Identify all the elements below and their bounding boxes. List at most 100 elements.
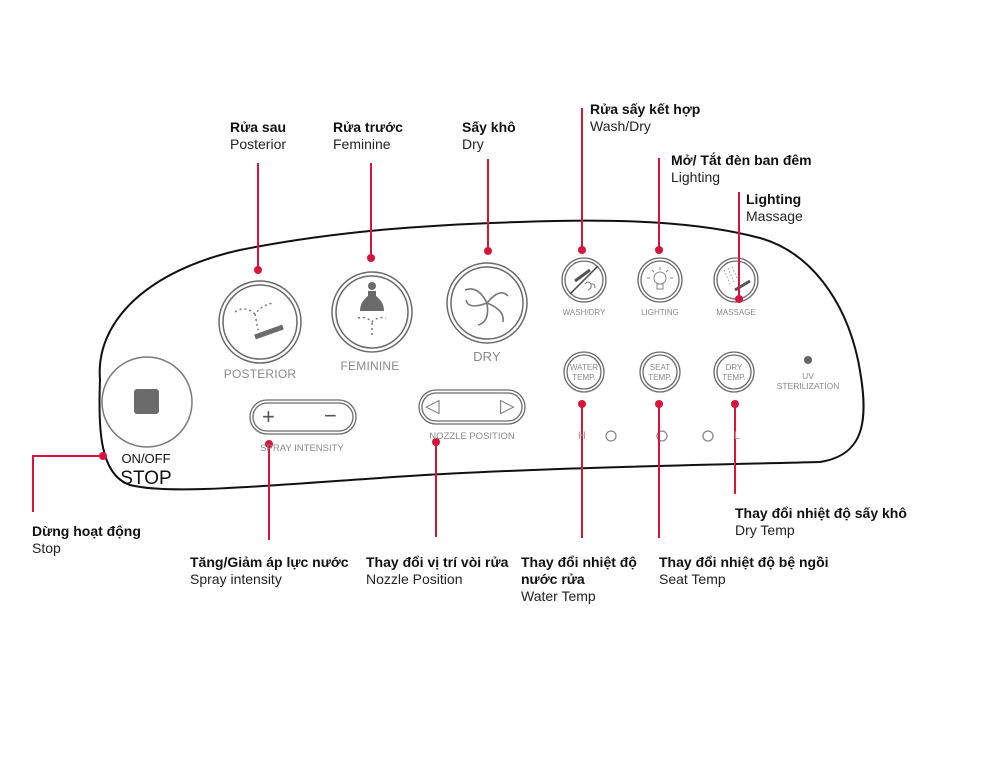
dry-temp-line1: DRY bbox=[726, 363, 743, 372]
callout-posterior: Rửa sau Posterior bbox=[230, 119, 286, 153]
lighting-callout-dot bbox=[655, 246, 663, 254]
temp-low-label: L bbox=[734, 430, 741, 442]
callout-dry-en: Dry bbox=[462, 136, 484, 152]
callout-lines bbox=[32, 108, 743, 540]
feminine-button[interactable] bbox=[331, 271, 413, 353]
stop-label: STOP bbox=[120, 468, 172, 489]
callout-spray-vi: Tăng/Giảm áp lực nước bbox=[190, 554, 349, 570]
lighting-button[interactable] bbox=[637, 257, 683, 303]
spray-plus-button[interactable]: + bbox=[262, 404, 275, 429]
callout-feminine-en: Feminine bbox=[333, 136, 391, 152]
callout-nozzle-en: Nozzle Position bbox=[366, 571, 463, 587]
callout-lighting: Mở/ Tắt đèn ban đêm Lighting bbox=[671, 152, 812, 186]
callout-posterior-vi: Rửa sau bbox=[230, 119, 287, 135]
spray-intensity-label: SPRAY INTENSITY bbox=[260, 443, 344, 454]
feminine-wash-icon bbox=[357, 282, 387, 336]
temp-level-indicators bbox=[605, 430, 714, 442]
callout-posterior-en: Posterior bbox=[230, 136, 287, 152]
temp-level-indicator bbox=[605, 430, 617, 442]
uv-label-line1: UV bbox=[802, 371, 814, 381]
stop-callout-line bbox=[32, 455, 103, 512]
callout-massage: Lighting Massage bbox=[746, 191, 803, 225]
callout-seat-temp-vi: Thay đổi nhiệt độ bệ ngồi bbox=[659, 554, 829, 570]
spray-intensity-control[interactable] bbox=[249, 399, 357, 435]
callout-stop-en: Stop bbox=[32, 540, 61, 556]
temp-level-indicator bbox=[656, 430, 668, 442]
spray-callout-dot bbox=[265, 440, 273, 448]
light-bulb-icon bbox=[647, 267, 673, 290]
uv-indicator-icon bbox=[804, 356, 812, 364]
callout-nozzle: Thay đổi vị trí vòi rửa Nozzle Position bbox=[366, 554, 508, 588]
dry-button[interactable] bbox=[446, 262, 528, 344]
dry-label: DRY bbox=[473, 349, 501, 364]
callout-seat-temp: Thay đổi nhiệt độ bệ ngồi Seat Temp bbox=[659, 554, 829, 588]
callout-stop-vi: Dừng hoạt động bbox=[32, 523, 141, 539]
uv-sterilization-label: UV STERILIZATION bbox=[770, 371, 846, 391]
callout-massage-vi: Lighting bbox=[746, 191, 802, 207]
callout-dry: Sấy khô Dry bbox=[462, 119, 516, 153]
stop-callout-dot bbox=[99, 452, 107, 460]
posterior-button[interactable] bbox=[218, 280, 302, 364]
feminine-callout-dot bbox=[367, 254, 375, 262]
wash-dry-button[interactable] bbox=[561, 257, 607, 303]
fan-icon bbox=[464, 288, 509, 326]
callout-nozzle-vi: Thay đổi vị trí vòi rửa bbox=[366, 554, 509, 570]
callout-seat-temp-en: Seat Temp bbox=[659, 571, 726, 587]
water-temp-button[interactable]: WATER TEMP. bbox=[563, 351, 605, 393]
wash-dry-label: WASH/DRY bbox=[562, 308, 606, 317]
posterior-wash-icon bbox=[234, 302, 284, 340]
callout-feminine-vi: Rửa trước bbox=[333, 119, 403, 135]
callout-dry-temp-vi: Thay đổi nhiệt độ sấy khô bbox=[735, 505, 907, 521]
nozzle-callout-dot bbox=[432, 438, 440, 446]
on-off-label: ON/OFF bbox=[121, 451, 171, 466]
massage-callout-dot bbox=[735, 295, 743, 303]
callout-wash-dry-en: Wash/Dry bbox=[590, 118, 651, 134]
callout-lighting-vi: Mở/ Tắt đèn ban đêm bbox=[671, 152, 812, 168]
nozzle-position-control[interactable] bbox=[418, 389, 526, 425]
callout-feminine: Rửa trước Feminine bbox=[333, 119, 403, 153]
dry-callout-dot bbox=[484, 247, 492, 255]
uv-label-line2: STERILIZATION bbox=[776, 381, 840, 391]
nozzle-left-button[interactable]: ◁ bbox=[425, 396, 440, 417]
dry-temp-button[interactable]: DRY TEMP. bbox=[713, 351, 755, 393]
stop-square-icon bbox=[134, 389, 159, 414]
nozzle-position-label: NOZZLE POSITION bbox=[429, 431, 515, 442]
wash-dry-icon bbox=[569, 265, 599, 295]
callout-water-temp-en: Water Temp bbox=[521, 588, 596, 604]
posterior-callout-dot bbox=[254, 266, 262, 274]
callout-wash-dry: Rửa sấy kết hợp Wash/Dry bbox=[590, 101, 700, 135]
water-temp-callout-dot bbox=[578, 400, 586, 408]
seat-temp-line2: TEMP. bbox=[648, 373, 671, 382]
panel-outline bbox=[98, 219, 865, 491]
callout-dry-temp-en: Dry Temp bbox=[735, 522, 795, 538]
lighting-label: LIGHTING bbox=[641, 308, 679, 317]
massage-label: MASSAGE bbox=[716, 308, 756, 317]
on-off-button[interactable] bbox=[101, 356, 193, 448]
massage-button[interactable] bbox=[713, 257, 759, 303]
callout-water-temp: Thay đổi nhiệt độ nước rửa Water Temp bbox=[521, 554, 637, 605]
water-temp-line2: TEMP. bbox=[572, 373, 595, 382]
callout-water-temp-vi-2: nước rửa bbox=[521, 571, 585, 587]
seat-temp-callout-dot bbox=[655, 400, 663, 408]
massage-icon bbox=[723, 266, 751, 292]
callout-spray-en: Spray intensity bbox=[190, 571, 282, 587]
callout-dry-temp: Thay đổi nhiệt độ sấy khô Dry Temp bbox=[735, 505, 907, 539]
temp-level-indicator bbox=[702, 430, 714, 442]
callout-dry-vi: Sấy khô bbox=[462, 119, 516, 135]
dry-temp-callout-dot bbox=[731, 400, 739, 408]
nozzle-right-button[interactable]: ▷ bbox=[500, 396, 515, 417]
seat-temp-line1: SEAT bbox=[650, 363, 670, 372]
feminine-label: FEMININE bbox=[340, 359, 400, 373]
callout-massage-en: Massage bbox=[746, 208, 803, 224]
seat-temp-button[interactable]: SEAT TEMP. bbox=[639, 351, 681, 393]
callout-spray: Tăng/Giảm áp lực nước Spray intensity bbox=[190, 554, 349, 588]
callout-wash-dry-vi: Rửa sấy kết hợp bbox=[590, 101, 701, 117]
temp-high-label: H bbox=[578, 430, 586, 442]
posterior-label: POSTERIOR bbox=[223, 367, 297, 381]
dry-temp-line2: TEMP. bbox=[722, 373, 745, 382]
callout-water-temp-vi-1: Thay đổi nhiệt độ bbox=[521, 554, 637, 570]
wash-dry-callout-dot bbox=[578, 246, 586, 254]
spray-minus-button[interactable]: − bbox=[324, 403, 337, 428]
